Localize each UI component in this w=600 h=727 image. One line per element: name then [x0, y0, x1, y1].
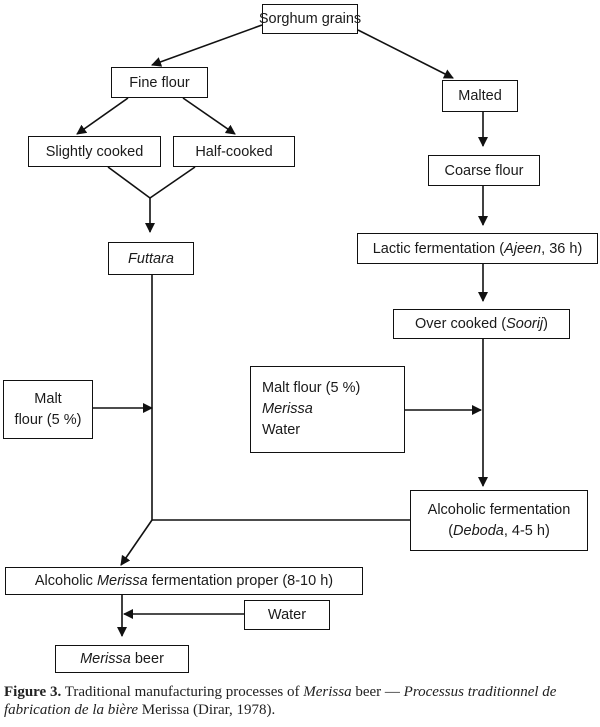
arrow-fineflour-to-half — [182, 97, 236, 135]
node-label: Futtara — [128, 250, 174, 267]
node-label: Slightly cooked — [45, 143, 144, 160]
caption-text: Traditional manufacturing processes of — [61, 684, 304, 700]
caption-text: Merissa (Dirar, 1978). — [138, 702, 276, 718]
caption-text: Merissa — [303, 684, 352, 700]
node-label-line: Water — [262, 422, 301, 438]
node-over-cooked: Over cooked (Soorij) — [393, 309, 570, 339]
node-fine-flour: Fine flour — [111, 67, 208, 98]
node-label: Merissa beer — [80, 651, 164, 667]
node-sorghum-grains: Sorghum grains — [258, 4, 362, 34]
node-label: Coarse flour — [444, 162, 524, 179]
node-label-line: Malt flour (5 %) — [262, 380, 361, 396]
arrow-sorghum-to-fineflour — [151, 24, 263, 67]
node-water: Water — [244, 600, 330, 630]
node-label: Over cooked (Soorij) — [415, 316, 548, 332]
caption-label: Figure 3. — [4, 684, 62, 700]
arrow-sorghum-to-malted — [357, 29, 454, 79]
node-label-line: Merissa — [262, 401, 313, 417]
arrow-fineflour-to-slightly — [76, 97, 129, 135]
node-malt-flour-left: Malt flour (5 %) — [3, 380, 93, 439]
node-label: Alcoholic Merissa fermentation proper (8… — [34, 573, 334, 589]
node-alcoholic-merissa-fermentation: Alcoholic Merissa fermentation proper (8… — [5, 567, 363, 595]
node-label-line: flour (5 %) — [14, 411, 82, 428]
node-coarse-flour: Coarse flour — [428, 155, 540, 186]
node-label-line: Malt — [34, 390, 62, 407]
caption-text: Processus traditionnel de fabrication de… — [4, 684, 557, 718]
node-label: Fine flour — [129, 74, 190, 91]
node-half-cooked: Half-cooked — [173, 136, 295, 167]
arrow-join-to-merissa — [120, 519, 153, 566]
node-merissa-beer: Merissa beer — [55, 645, 189, 673]
node-label: Sorghum grains — [258, 11, 362, 27]
merge-right — [149, 166, 196, 199]
node-label-line: Alcoholic fermentation — [427, 501, 571, 518]
merge-left — [107, 166, 151, 199]
node-slightly-cooked: Slightly cooked — [28, 136, 161, 167]
node-label: Lactic fermentation (Ajeen, 36 h) — [372, 240, 583, 257]
caption-text: beer — — [351, 684, 404, 700]
node-label: Malted — [458, 88, 502, 104]
node-alcoholic-fermentation-deboda: Alcoholic fermentation (Deboda, 4-5 h) — [410, 490, 588, 551]
node-label: Half-cooked — [195, 143, 273, 160]
node-futtara: Futtara — [108, 242, 194, 275]
node-inputs-right: Malt flour (5 %) Merissa Water — [250, 366, 405, 453]
node-lactic-fermentation: Lactic fermentation (Ajeen, 36 h) — [357, 233, 598, 264]
node-malted: Malted — [442, 80, 518, 112]
node-label: Water — [267, 607, 307, 623]
figure-caption: Figure 3. Traditional manufacturing proc… — [4, 683, 596, 719]
node-label-line: (Deboda, 4-5 h) — [448, 522, 550, 539]
